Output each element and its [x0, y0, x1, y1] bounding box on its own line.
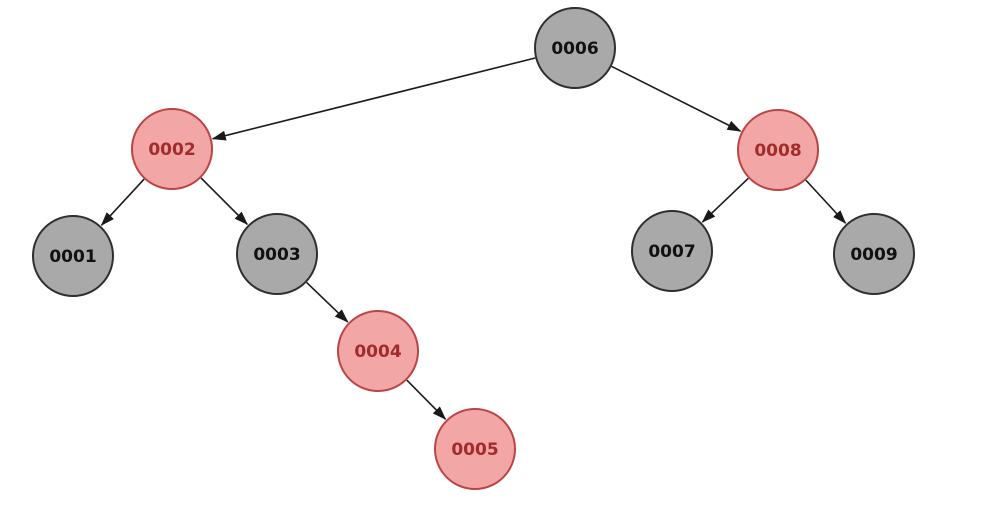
tree-edge-0008-0007 — [701, 177, 749, 223]
node-circle-0002[interactable] — [131, 108, 213, 190]
tree-node-0004[interactable]: 0004 — [337, 310, 419, 392]
node-circle-0004[interactable] — [337, 310, 419, 392]
node-circle-0001[interactable] — [32, 215, 114, 297]
tree-edge-0002-0001 — [100, 178, 145, 226]
tree-edge-0006-0002 — [211, 57, 536, 141]
tree-edge-0008-0009 — [805, 179, 847, 224]
tree-node-0001[interactable]: 0001 — [32, 215, 114, 297]
tree-node-0003[interactable]: 0003 — [236, 213, 318, 295]
tree-node-0005[interactable]: 0005 — [434, 408, 516, 490]
node-circle-0009[interactable] — [833, 213, 915, 295]
tree-edge-0004-0005 — [406, 379, 447, 420]
tree-edge-0002-0003 — [200, 177, 249, 226]
tree-edge-0006-0008 — [611, 65, 742, 132]
tree-node-0002[interactable]: 0002 — [131, 108, 213, 190]
tree-node-0009[interactable]: 0009 — [833, 213, 915, 295]
node-circle-0006[interactable] — [534, 7, 616, 89]
tree-edge-0003-0004 — [306, 281, 349, 323]
node-circle-0007[interactable] — [631, 210, 713, 292]
node-circle-0003[interactable] — [236, 213, 318, 295]
tree-node-0007[interactable]: 0007 — [631, 210, 713, 292]
node-circle-0008[interactable] — [737, 109, 819, 191]
tree-node-0006[interactable]: 0006 — [534, 7, 616, 89]
tree-node-0008[interactable]: 0008 — [737, 109, 819, 191]
node-circle-0005[interactable] — [434, 408, 516, 490]
